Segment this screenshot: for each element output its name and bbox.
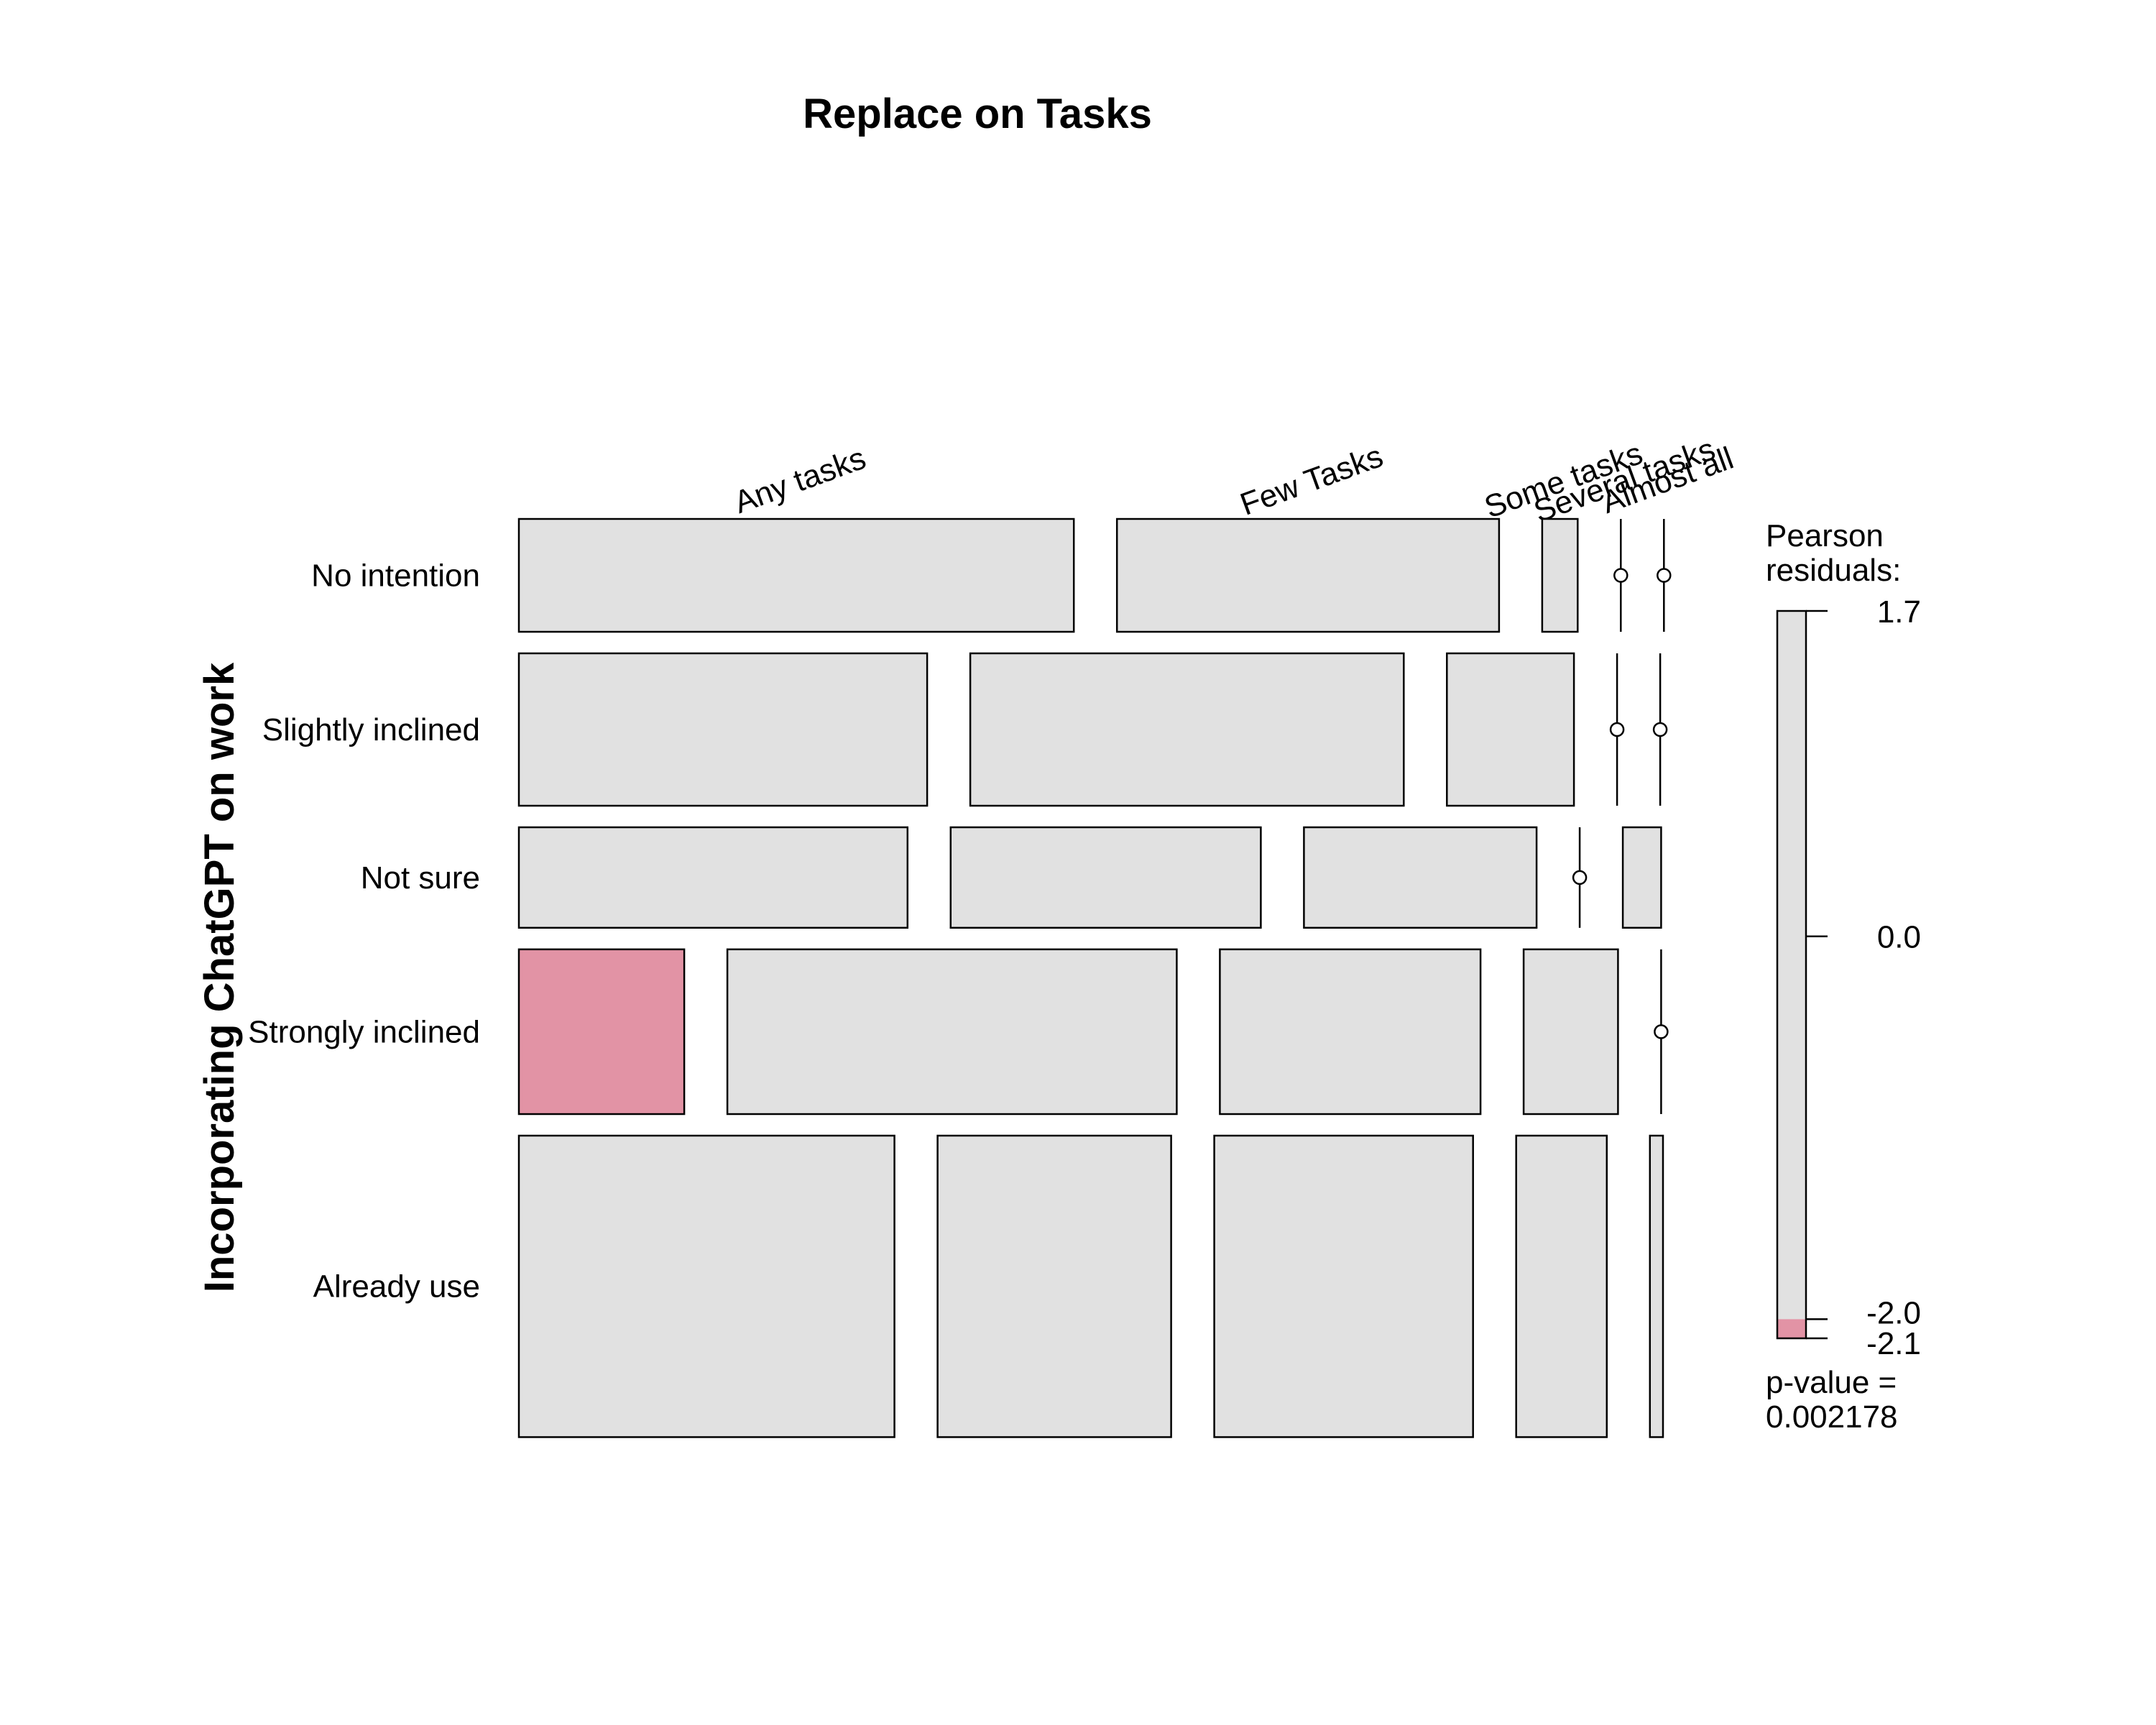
p-value: 0.002178 — [1766, 1399, 1898, 1435]
legend-color-bar — [1776, 610, 1807, 1340]
col-label-any-tasks: Any tasks — [729, 441, 870, 520]
row-label-strongly-inclined: Strongly inclined — [248, 1014, 480, 1049]
tile-not-sure-some-tasks — [1303, 826, 1538, 929]
legend-tick-label: -2.0 — [1866, 1295, 1921, 1330]
tile-no-intention-several-tasks-empty — [1613, 519, 1628, 632]
tile-strongly-inclined-few-tasks — [726, 948, 1178, 1116]
row-label-no-intention: No intention — [311, 558, 480, 594]
tile-not-sure-any-tasks — [517, 826, 909, 929]
tile-no-intention-any-tasks — [517, 518, 1075, 633]
tile-no-intention-some-tasks — [1541, 518, 1579, 633]
tile-strongly-inclined-some-tasks — [1219, 948, 1482, 1116]
tile-slightly-inclined-any-tasks — [517, 652, 929, 807]
tile-strongly-inclined-several-tasks — [1522, 948, 1619, 1116]
residual-legend: Pearson residuals: 1.7 0.0 -2.0-2.1 p-valu… — [1766, 518, 1921, 1435]
col-label-few-tasks: Few Tasks — [1235, 438, 1387, 523]
tile-no-intention-almost-all-empty — [1657, 519, 1672, 632]
legend-title-line2: residuals: — [1766, 553, 1901, 588]
tile-already-use-several-tasks — [1515, 1134, 1608, 1438]
tile-slightly-inclined-some-tasks — [1446, 652, 1575, 807]
mosaic-tiles — [517, 518, 1672, 1438]
tile-already-use-some-tasks — [1213, 1134, 1474, 1438]
legend-tick-label: 0.0 — [1877, 920, 1921, 955]
chart-title: Replace on Tasks — [803, 91, 1152, 137]
tile-not-sure-few-tasks — [949, 826, 1262, 929]
tile-already-use-almost-all — [1649, 1134, 1664, 1438]
tile-strongly-inclined-any-tasks — [517, 948, 686, 1116]
tile-already-use-few-tasks — [936, 1134, 1172, 1438]
legend-bar-frame — [1776, 610, 1807, 1340]
tile-slightly-inclined-several-tasks-empty — [1609, 653, 1625, 806]
y-axis-label: Incorporating ChatGPT on work — [196, 662, 243, 1292]
row-label-not-sure: Not sure — [361, 860, 480, 896]
tile-not-sure-several-tasks-empty — [1572, 827, 1588, 928]
legend-negative-band — [1777, 1319, 1806, 1338]
tile-already-use-any-tasks — [517, 1134, 895, 1438]
legend-neutral-band — [1777, 611, 1806, 1320]
legend-tick-label: 1.7 — [1877, 594, 1921, 630]
legend-tick-label: -2.1 — [1866, 1326, 1921, 1361]
tile-no-intention-few-tasks — [1115, 518, 1501, 633]
tile-not-sure-almost-all — [1621, 826, 1662, 929]
tile-strongly-inclined-almost-all-empty — [1654, 949, 1669, 1115]
tile-slightly-inclined-almost-all-empty — [1652, 653, 1668, 806]
tile-slightly-inclined-few-tasks — [969, 652, 1405, 807]
legend-title-line1: Pearson — [1766, 518, 1884, 553]
p-value-label: p-value = — [1766, 1365, 1897, 1400]
row-label-already-use: Already use — [313, 1269, 480, 1305]
row-label-slightly-inclined: Slightly inclined — [262, 712, 480, 748]
legend-ticks: 1.7 0.0 -2.0-2.1 — [1806, 594, 1921, 1361]
